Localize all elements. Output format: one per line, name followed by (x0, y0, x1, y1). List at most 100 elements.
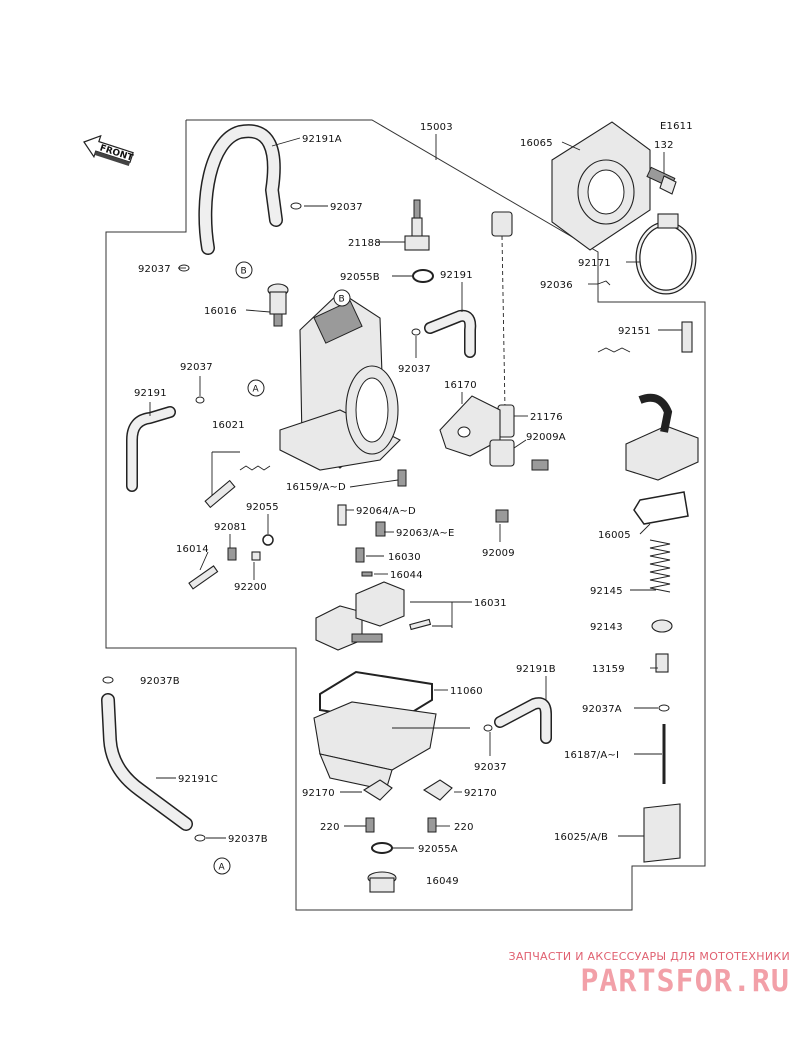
gasket-16005 (633, 491, 689, 525)
screw-92009a (531, 459, 549, 471)
front-arrow-icon: FRONT (83, 134, 135, 167)
part-label-92037-4: 92037 (398, 364, 431, 375)
part-label-92170-1: 92170 (302, 788, 335, 799)
clip-92037-1 (290, 202, 302, 210)
part-label-92055a: 92055A (418, 844, 458, 855)
part-label-16170: 16170 (444, 380, 477, 391)
cover-92170-right (422, 779, 453, 801)
part-label-92191c: 92191C (178, 774, 218, 785)
part-label-16044: 16044 (390, 570, 423, 581)
carburetor-body (279, 291, 401, 471)
part-label-92037-5: 92037 (474, 762, 507, 773)
spring-92151 (597, 347, 631, 353)
cable-guide-21176 (491, 211, 515, 438)
o-ring-92055 (262, 534, 274, 546)
part-label-92009a: 92009A (526, 432, 566, 443)
part-label-92145: 92145 (590, 586, 623, 597)
screw-92151 (681, 321, 693, 353)
adjuster-16016 (267, 283, 289, 327)
part-label-92037a: 92037A (582, 704, 622, 715)
part-label-92191a: 92191A (302, 134, 342, 145)
clip-92037b-1 (102, 676, 114, 684)
part-label-16187: 16187/A~I (564, 750, 619, 761)
part-label-92055b: 92055B (340, 272, 380, 283)
part-label-92009: 92009 (482, 548, 515, 559)
part-label-16031: 16031 (474, 598, 507, 609)
callout-b-upper: B (235, 261, 253, 279)
svg-text:A: A (253, 385, 260, 395)
part-label-92037-2: 92037 (138, 264, 171, 275)
throttle-pulley-16170 (439, 395, 515, 467)
part-label-92200: 92200 (234, 582, 267, 593)
part-label-16005: 16005 (598, 530, 631, 541)
part-label-92170-2: 92170 (464, 788, 497, 799)
part-label-92037b-1: 92037B (140, 676, 180, 687)
part-label-92151: 92151 (618, 326, 651, 337)
part-label-16021: 16021 (212, 420, 245, 431)
part-label-16159: 16159/A~D (286, 482, 346, 493)
clip-92037a (658, 704, 670, 712)
assembly-frame (105, 119, 706, 911)
diagram-code: E1611 (660, 121, 693, 132)
screw-16021 (204, 479, 236, 509)
top-cover (625, 393, 699, 481)
screw-16014 (188, 565, 219, 590)
part-label-92036: 92036 (540, 280, 573, 291)
part-label-16030: 16030 (388, 552, 421, 563)
part-label-92081: 92081 (214, 522, 247, 533)
part-label-21188: 21188 (348, 238, 381, 249)
jet-16159 (397, 469, 407, 487)
clamp-92171 (635, 213, 697, 295)
clip-92037-4 (411, 328, 421, 336)
bolt-132 (646, 166, 677, 195)
o-ring-92055b (412, 269, 434, 283)
svg-text:A: A (219, 863, 226, 873)
part-label-11060: 11060 (450, 686, 483, 697)
part-label-16025: 16025/A/B (554, 832, 608, 843)
leader-lines (149, 134, 682, 849)
part-label-92037-3: 92037 (180, 362, 213, 373)
svg-text:B: B (241, 267, 247, 277)
float-bowl (313, 701, 437, 791)
jet-92064 (337, 504, 347, 526)
screw-220-left (365, 817, 375, 833)
part-label-16065: 16065 (520, 138, 553, 149)
part-label-92143: 92143 (590, 622, 623, 633)
part-label-16016: 16016 (204, 306, 237, 317)
drain-plug-16049 (367, 871, 397, 893)
clip-92036 (597, 280, 611, 286)
part-label-92191-1: 92191 (440, 270, 473, 281)
gasket-11060 (319, 670, 433, 724)
washer-92200 (251, 551, 261, 561)
screw-92081 (227, 547, 237, 561)
part-label-92171: 92171 (578, 258, 611, 269)
part-label-92191-2: 92191 (134, 388, 167, 399)
clip-92037-5 (483, 724, 493, 732)
cover-92170-left (362, 779, 393, 801)
part-label-220-1: 220 (320, 822, 340, 833)
jet-16030 (355, 547, 365, 563)
intake-holder (551, 121, 651, 251)
jet-92063 (375, 521, 386, 537)
callout-a-upper: A (247, 379, 265, 397)
clip-92037-3 (195, 396, 205, 404)
part-label-92063: 92063/A~E (396, 528, 455, 539)
part-label-92191b: 92191B (516, 664, 556, 675)
clip-92037b-2 (194, 834, 206, 842)
callout-b-lower: B (333, 289, 351, 307)
part-label-21176: 21176 (530, 412, 563, 423)
part-label-220-2: 220 (454, 822, 474, 833)
part-label-13159: 13159 (592, 664, 625, 675)
part-label-92037-1: 92037 (330, 202, 363, 213)
svg-text:B: B (339, 295, 345, 305)
holder-13159 (655, 653, 669, 673)
screw-92009 (495, 509, 509, 523)
part-label-92037b-2: 92037B (228, 834, 268, 845)
watermark-tagline: ЗАПЧАСТИ И АКСЕССУАРЫ ДЛЯ МОТОТЕХНИКИ (508, 950, 790, 963)
part-label-16014: 16014 (176, 544, 209, 555)
part-label-92055: 92055 (246, 502, 279, 513)
retainer-92143 (651, 619, 673, 633)
spring-92145 (649, 539, 671, 593)
part-label-132: 132 (654, 140, 674, 151)
